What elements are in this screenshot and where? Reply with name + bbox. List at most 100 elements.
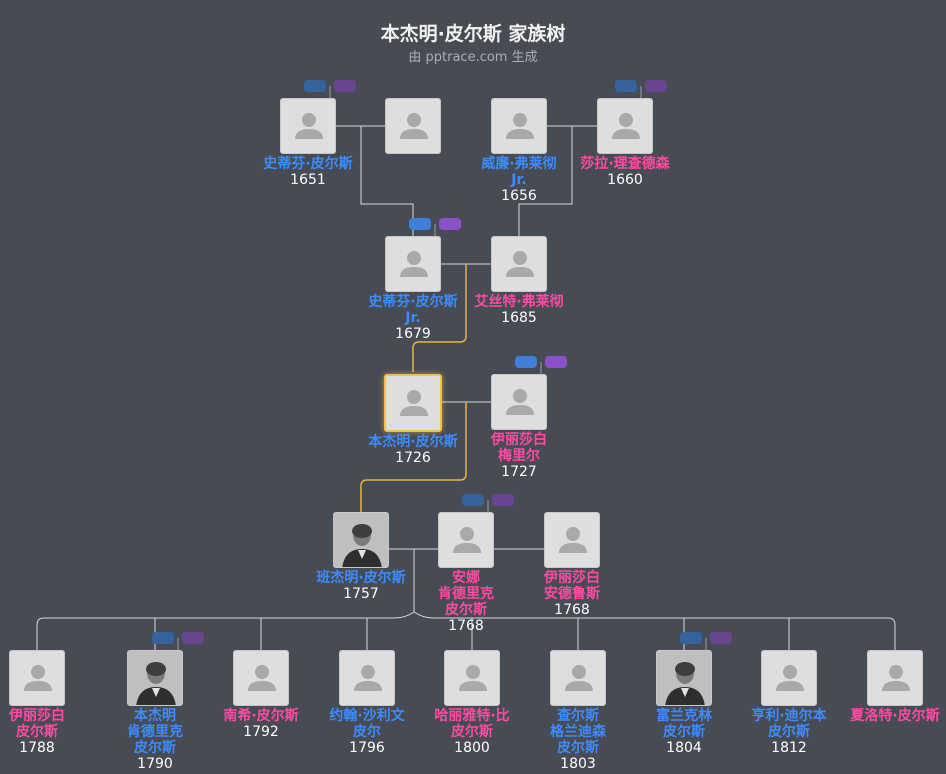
avatar-placeholder-icon[interactable] [438, 512, 494, 568]
avatar-placeholder-icon[interactable] [491, 236, 547, 292]
avatar-placeholder-icon[interactable] [444, 650, 500, 706]
person-name-line: 南希·皮尔斯 [223, 708, 299, 724]
person-name-line: 史蒂芬·皮尔斯 [263, 156, 353, 172]
page-subtitle: 由 pptrace.com 生成 [408, 50, 538, 65]
avatar-placeholder-icon[interactable] [491, 98, 547, 154]
maternal-badge-icon[interactable] [645, 80, 667, 92]
person-name: 班杰明·皮尔斯 [301, 570, 421, 586]
maternal-badge-icon[interactable] [710, 632, 732, 644]
portrait-photo[interactable] [333, 512, 389, 568]
avatar-placeholder-icon[interactable] [280, 98, 336, 154]
person-birth-year: 1656 [501, 188, 537, 204]
paternal-badge-icon[interactable] [615, 80, 637, 92]
person-name: 哈丽雅特·比皮尔斯 [412, 708, 532, 740]
paternal-badge-icon[interactable] [152, 632, 174, 644]
person-name-line: 安娜 [452, 570, 480, 586]
person-name: 伊丽莎白梅里尔 [459, 432, 579, 464]
avatar-placeholder-icon[interactable] [544, 512, 600, 568]
paternal-badge-icon[interactable] [680, 632, 702, 644]
person-name: 史蒂芬·皮尔斯 [248, 156, 368, 172]
avatar-placeholder-icon[interactable] [385, 98, 441, 154]
person-birth-year: 1796 [349, 740, 385, 756]
person-name-line: 亨利·迪尔本 [751, 708, 827, 724]
person-name-line: 皮尔斯 [557, 740, 599, 756]
maternal-badge-icon[interactable] [545, 356, 567, 368]
avatar-placeholder-icon[interactable] [761, 650, 817, 706]
avatar-placeholder-icon[interactable] [550, 650, 606, 706]
person-name-line: 皮尔斯 [134, 740, 176, 756]
person-name-line: 皮尔斯 [445, 602, 487, 618]
page-title: 本杰明·皮尔斯 家族树 [380, 23, 566, 45]
maternal-badge-icon[interactable] [182, 632, 204, 644]
person-name-line: 富兰克林 [656, 708, 712, 724]
person-name-line: 皮尔斯 [451, 724, 493, 740]
person-birth-year: 1790 [137, 756, 173, 772]
portrait-photo[interactable] [656, 650, 712, 706]
person-name: 艾丝特·弗莱彻 [459, 294, 579, 310]
person-birth-year: 1792 [243, 724, 279, 740]
person-name: 夏洛特·皮尔斯 [835, 708, 946, 724]
maternal-badge-icon[interactable] [492, 494, 514, 506]
person-name-line: 本杰明 [134, 708, 176, 724]
avatar-placeholder-icon[interactable] [384, 374, 442, 432]
person-name-line: 安德鲁斯 [544, 586, 600, 602]
person-birth-year: 1800 [454, 740, 490, 756]
avatar-placeholder-icon[interactable] [597, 98, 653, 154]
person-name-line: 皮尔 [353, 724, 381, 740]
person-card[interactable] [353, 98, 473, 156]
paternal-badge-icon[interactable] [409, 218, 431, 230]
person-card[interactable]: 夏洛特·皮尔斯 [835, 650, 946, 724]
person-name-line: 伊丽莎白 [9, 708, 65, 724]
maternal-badge-icon[interactable] [334, 80, 356, 92]
person-birth-year: 1651 [290, 172, 326, 188]
avatar-placeholder-icon[interactable] [867, 650, 923, 706]
avatar-placeholder-icon[interactable] [385, 236, 441, 292]
maternal-badge-icon[interactable] [439, 218, 461, 230]
person-name-line: 皮尔斯 [663, 724, 705, 740]
person-name: 本杰明·皮尔斯 [353, 434, 473, 450]
person-name-line: 查尔斯 [557, 708, 599, 724]
person-name: 亨利·迪尔本皮尔斯 [729, 708, 849, 740]
person-name: 富兰克林皮尔斯 [624, 708, 744, 740]
person-name-line: Jr. [405, 310, 421, 326]
paternal-badge-icon[interactable] [462, 494, 484, 506]
person-birth-year: 1727 [501, 464, 537, 480]
person-birth-year: 1812 [771, 740, 807, 756]
avatar-placeholder-icon[interactable] [233, 650, 289, 706]
person-name-line: 皮尔斯 [768, 724, 810, 740]
relation-line [36, 611, 415, 650]
person-birth-year: 1768 [448, 618, 484, 634]
person-name: 安娜肯德里克皮尔斯 [406, 570, 526, 618]
avatar-placeholder-icon[interactable] [491, 374, 547, 430]
person-name: 莎拉·理查德森 [565, 156, 685, 172]
person-name: 南希·皮尔斯 [201, 708, 321, 724]
relation-line [518, 126, 573, 236]
avatar-placeholder-icon[interactable] [339, 650, 395, 706]
portrait-photo[interactable] [127, 650, 183, 706]
person-name-line: 伊丽莎白 [491, 432, 547, 448]
person-birth-year: 1803 [560, 756, 596, 772]
person-birth-year: 1679 [395, 326, 431, 342]
paternal-badge-icon[interactable] [304, 80, 326, 92]
paternal-badge-icon[interactable] [515, 356, 537, 368]
avatar-placeholder-icon[interactable] [9, 650, 65, 706]
